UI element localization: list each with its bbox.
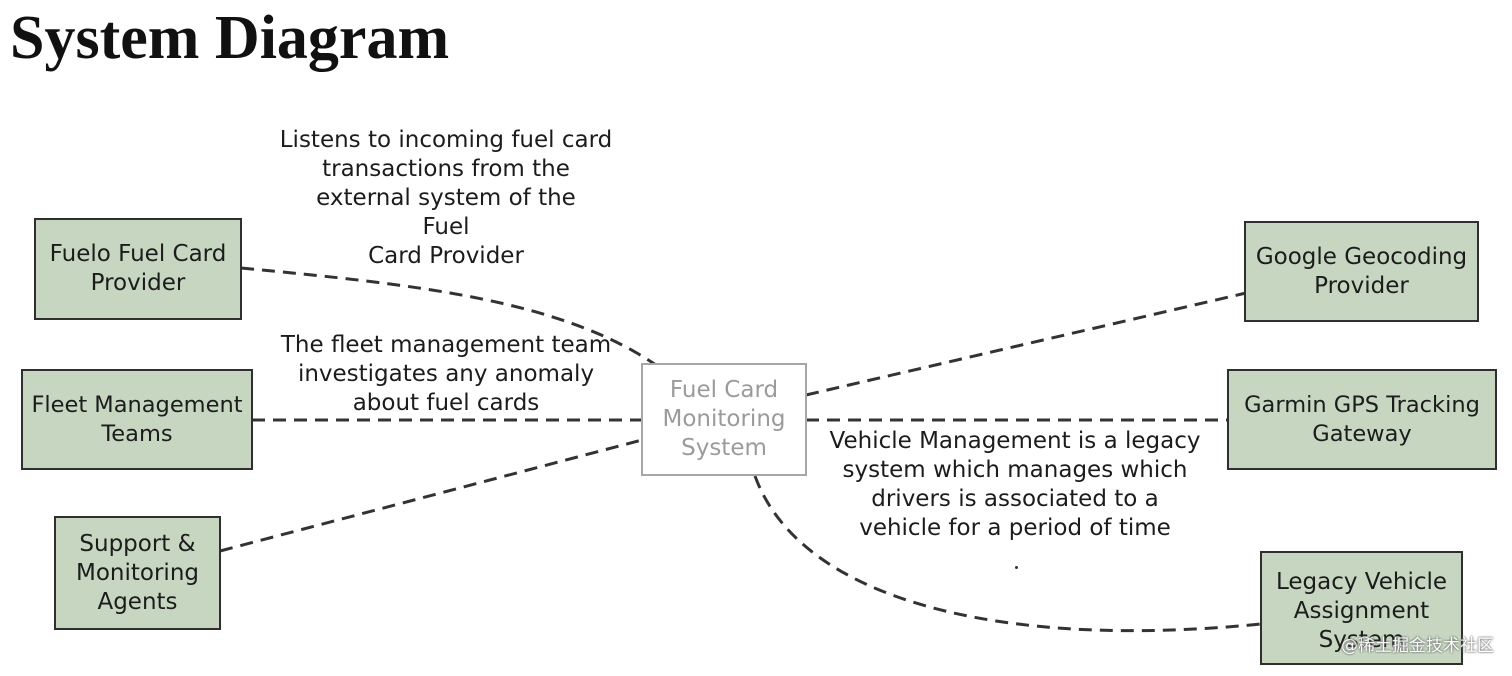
edge-label-legacy: Vehicle Management is a legacy system wh… (829, 428, 1201, 541)
edge-fuelo (240, 266, 657, 367)
edge-label-fuelo: Listens to incoming fuel card transactio… (279, 127, 613, 269)
node-support-monitoring-agents: Support & Monitoring Agents (54, 516, 221, 630)
node-fuel-card-monitoring-system: Fuel Card Monitoring System (641, 363, 807, 476)
stray-dot (1015, 566, 1018, 569)
node-google-geocoding-provider: Google Geocoding Provider (1244, 221, 1479, 322)
edge-google (805, 291, 1247, 397)
node-legacy-vehicle-assignment-system: Legacy Vehicle Assignment System (1260, 551, 1463, 665)
node-garmin-gps-tracking-gateway: Garmin GPS Tracking Gateway (1227, 369, 1497, 470)
edge-label-fleet: The fleet management team investigates a… (280, 332, 612, 416)
node-fuelo-fuel-card-provider: Fuelo Fuel Card Provider (34, 218, 242, 320)
page-title: System Diagram (10, 4, 450, 72)
edge-support (219, 438, 643, 553)
watermark: @稀土掘金技术社区 (1341, 636, 1494, 656)
node-fleet-management-teams: Fleet Management Teams (21, 369, 253, 470)
